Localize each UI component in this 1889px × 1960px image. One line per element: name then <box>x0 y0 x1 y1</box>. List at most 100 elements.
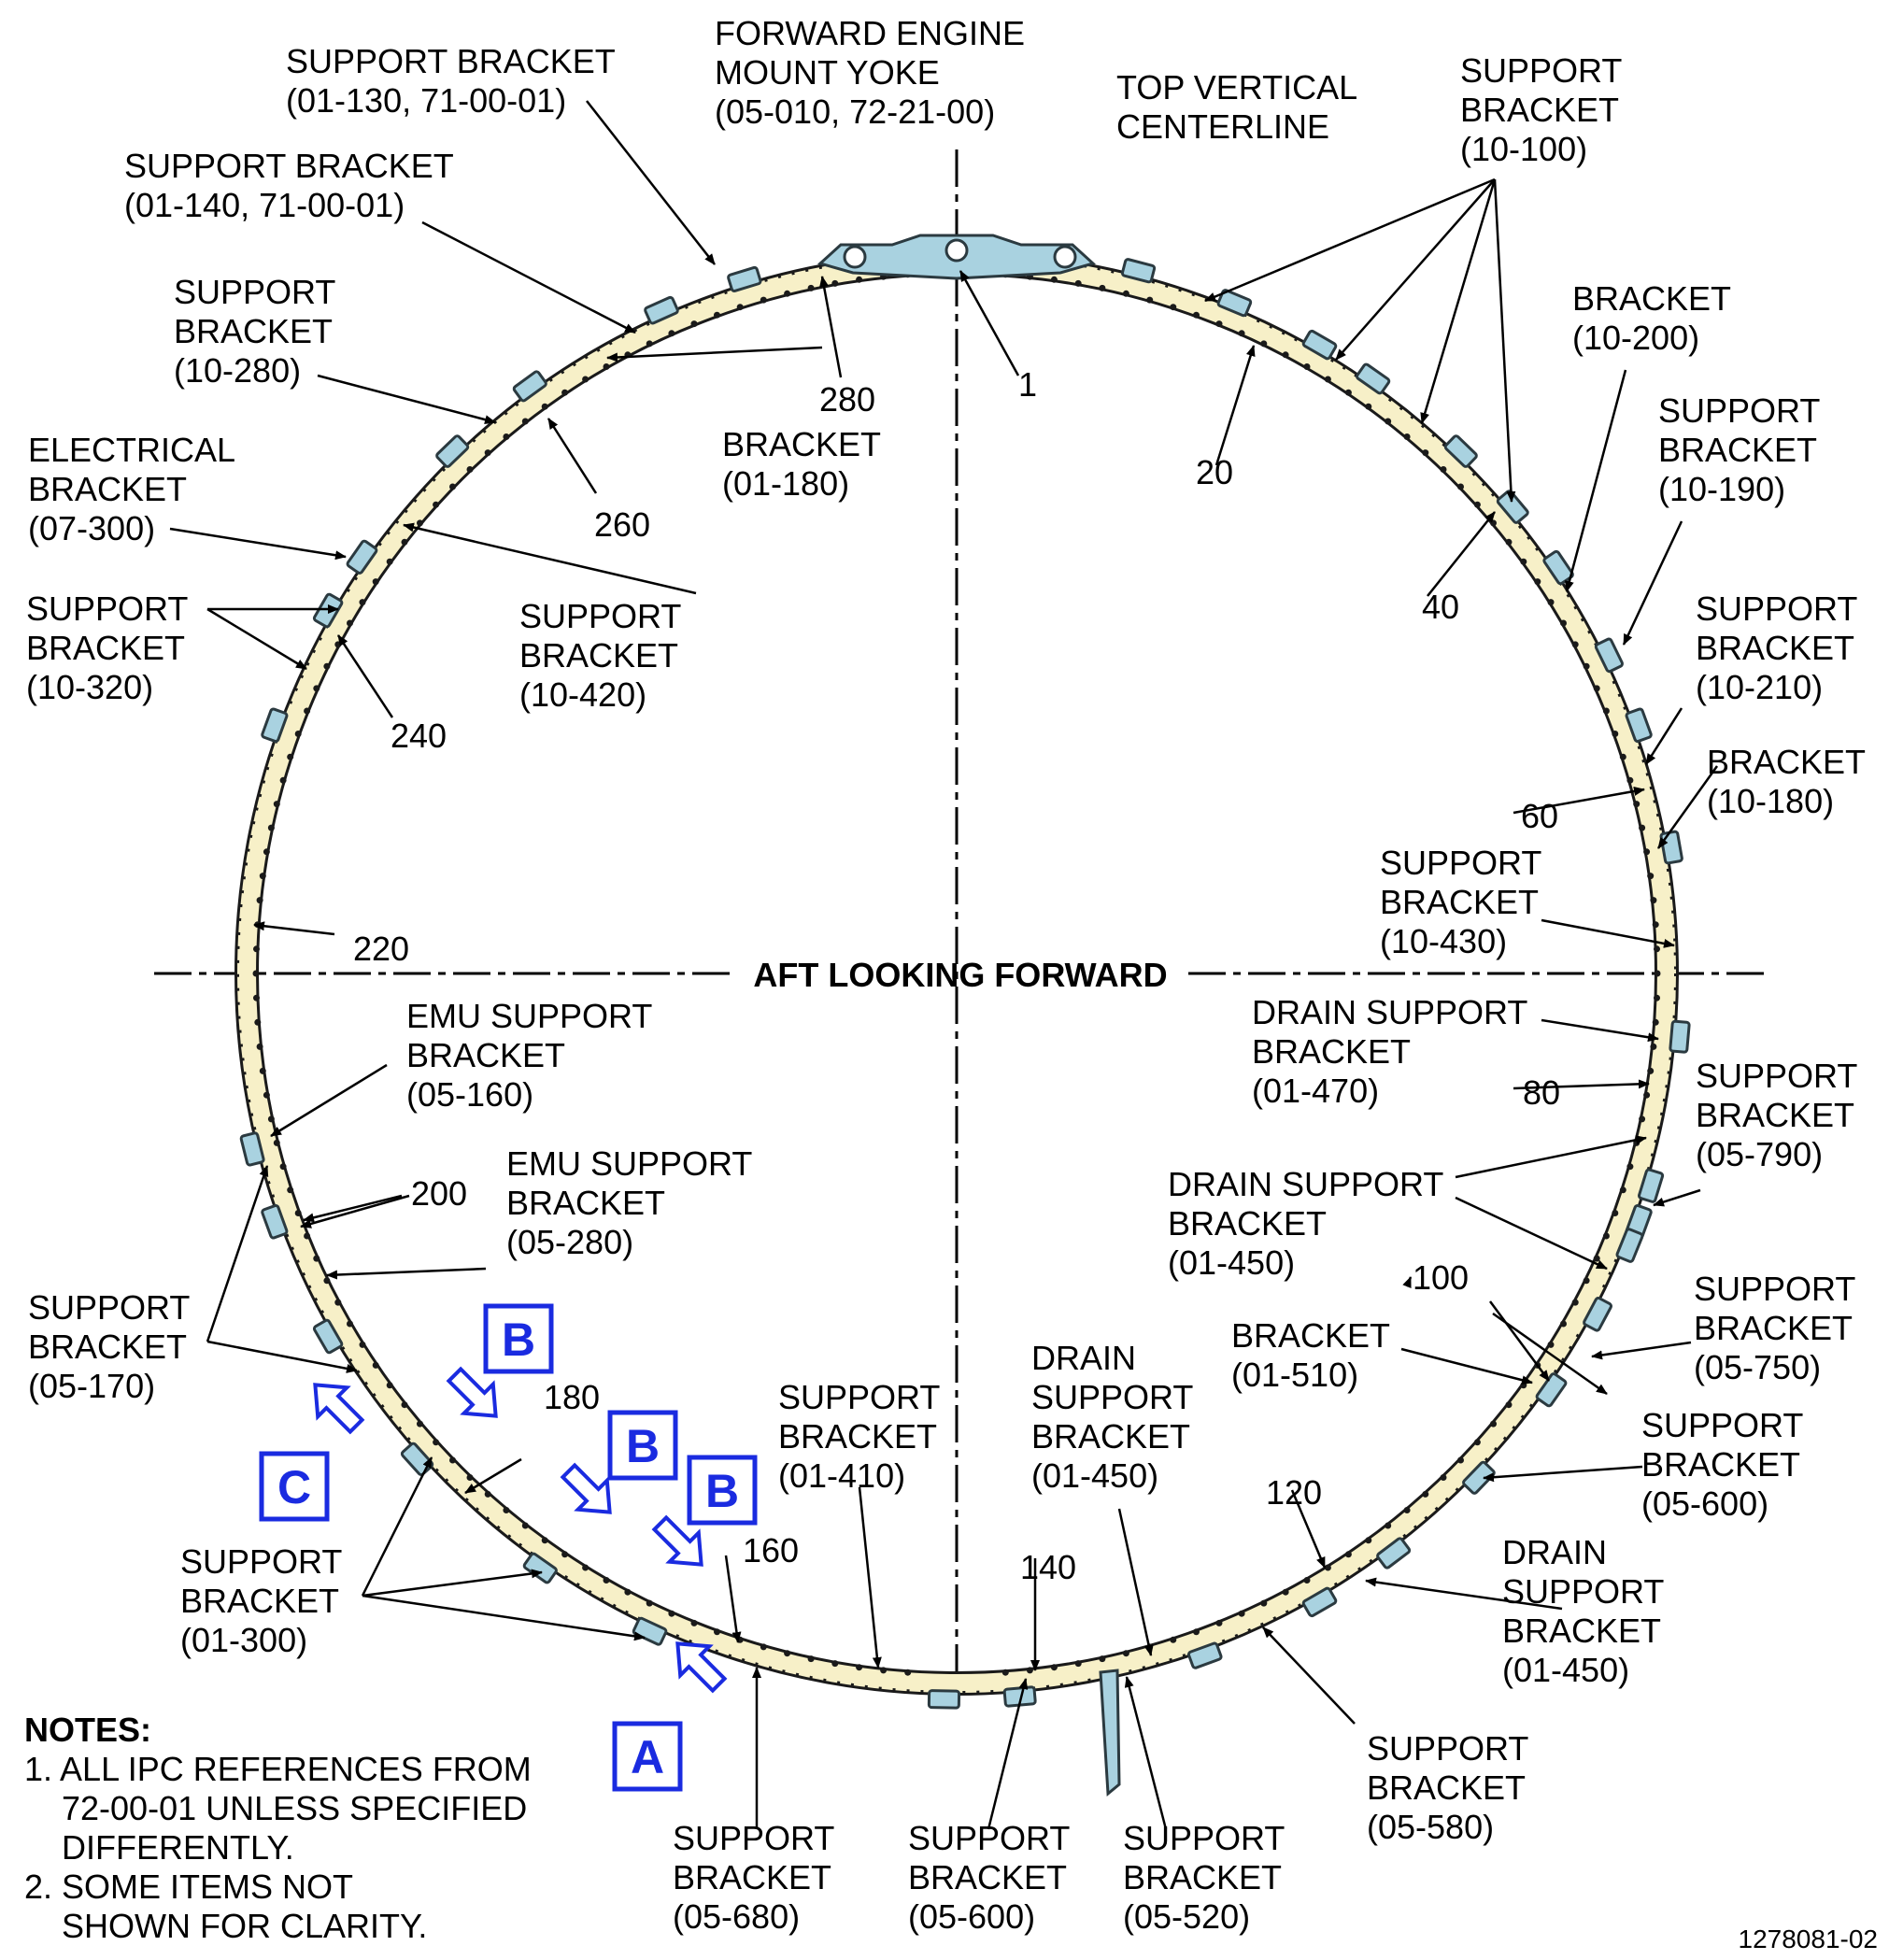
callout-line: BRACKET <box>506 1184 665 1222</box>
callout-label: BRACKET(01-510) <box>1231 1316 1390 1394</box>
bolt-dot <box>1422 449 1429 457</box>
bolt-dot <box>1652 1018 1659 1026</box>
leader-arrow <box>1488 1300 1551 1382</box>
bolt-dot <box>433 501 440 508</box>
leader-lines <box>169 100 1719 1830</box>
callout-line: BRACKET <box>180 1582 339 1620</box>
callout-line: BRACKET <box>28 470 187 508</box>
leader-arrow <box>1483 1465 1643 1483</box>
bolt-dot <box>1122 1650 1129 1657</box>
bolt-dot <box>714 311 720 319</box>
callout-line: SUPPORT <box>1641 1406 1803 1444</box>
leader-arrow <box>1214 345 1256 466</box>
leader-arrow <box>270 1063 388 1138</box>
callout-line: (05-580) <box>1367 1808 1494 1846</box>
station-number: 220 <box>353 930 409 968</box>
leader-arrow <box>724 1555 742 1643</box>
bolt-dot <box>1654 945 1660 953</box>
leader-arrow <box>1591 1341 1692 1360</box>
bolt-dot <box>279 1163 287 1171</box>
bolt-dot <box>1593 1255 1600 1262</box>
leader-arrow <box>1492 1312 1608 1396</box>
bolt-dot <box>254 1018 262 1026</box>
station-number: 80 <box>1523 1073 1560 1112</box>
bolt-dot <box>603 1577 610 1584</box>
callout-line: MOUNT YOKE <box>715 53 940 92</box>
callout-line: SUPPORT <box>1696 1057 1857 1095</box>
bolt-dot <box>253 994 260 1001</box>
callout-line: FORWARD ENGINE <box>715 14 1025 52</box>
callout-line: SUPPORT <box>1658 391 1820 430</box>
leader-arrow <box>403 522 697 595</box>
view-marker-letter: B <box>705 1465 739 1517</box>
bracket-part <box>1535 1372 1568 1408</box>
station-number: 260 <box>594 505 650 544</box>
bracket-part <box>1615 1228 1644 1263</box>
bolt-dot <box>807 1655 815 1663</box>
bracket-part <box>1638 1168 1665 1203</box>
bracket-part <box>1625 707 1653 744</box>
bolt-dot <box>1612 1210 1619 1216</box>
notes-block: NOTES: 1. ALL IPC REFERENCES FROM 72-00-… <box>24 1711 532 1945</box>
bolt-dot <box>1612 731 1619 737</box>
bolt-dot <box>561 1551 569 1558</box>
bolt-dot <box>1099 1655 1106 1663</box>
leader-arrow <box>206 1340 358 1373</box>
callout-line: (01-450) <box>1502 1651 1629 1689</box>
callout-line: BRACKET <box>174 312 333 350</box>
callout-line: DRAIN <box>1031 1339 1136 1377</box>
leader-arrow <box>1656 765 1719 849</box>
bolt-dot <box>1457 1456 1464 1464</box>
bolt-dot <box>334 1299 342 1306</box>
callout-line: BRACKET <box>1707 743 1866 781</box>
callout-line: SUPPORT <box>26 589 188 628</box>
bolt-dot <box>273 801 280 808</box>
view-marker: C <box>259 1383 365 1522</box>
bolt-dot <box>417 1420 423 1427</box>
svg-text:SHOWN FOR CLARITY.: SHOWN FOR CLARITY. <box>62 1907 427 1945</box>
leader-arrow <box>1402 1276 1413 1289</box>
bolt-dot <box>1602 707 1610 715</box>
callout-line: (10-430) <box>1380 922 1507 960</box>
callout-line: BRACKET <box>1231 1316 1390 1355</box>
leader-arrow <box>1513 787 1645 815</box>
bolt-dot <box>1643 1091 1651 1099</box>
bolt-dot <box>1534 578 1541 586</box>
bolt-dot <box>1547 599 1555 606</box>
bolt-dot <box>401 1401 408 1409</box>
bolt-dot <box>1647 873 1655 880</box>
bolt-dot <box>690 1619 698 1626</box>
bolt-dot <box>1505 1401 1513 1409</box>
bolt-dot <box>1099 284 1106 291</box>
callout-line: BRACKET <box>1658 431 1817 469</box>
bolt-dot <box>1074 1660 1082 1668</box>
leader-arrow <box>303 1194 403 1223</box>
bolt-dot <box>856 1664 863 1671</box>
bracket-part <box>1583 1296 1612 1332</box>
bolt-dot <box>880 1667 888 1674</box>
bolt-dot <box>484 449 491 457</box>
callout-line: (10-180) <box>1707 782 1834 820</box>
bolt-dot <box>1440 466 1447 473</box>
bolt-dot <box>690 320 698 328</box>
bracket-part <box>435 434 470 468</box>
bolt-dot <box>466 1474 474 1481</box>
leader-arrow <box>1564 369 1627 592</box>
bolt-dot <box>646 1599 653 1607</box>
bolt-dot <box>484 1490 491 1498</box>
bracket-part <box>512 370 547 403</box>
callout-line: SUPPORT <box>908 1819 1070 1857</box>
callout-line: BRACKET <box>1031 1417 1190 1456</box>
bolt-dot <box>1122 290 1129 297</box>
callout-line: (10-420) <box>519 675 646 714</box>
bolt-dot <box>386 1382 393 1389</box>
bracket-part <box>1659 830 1683 865</box>
